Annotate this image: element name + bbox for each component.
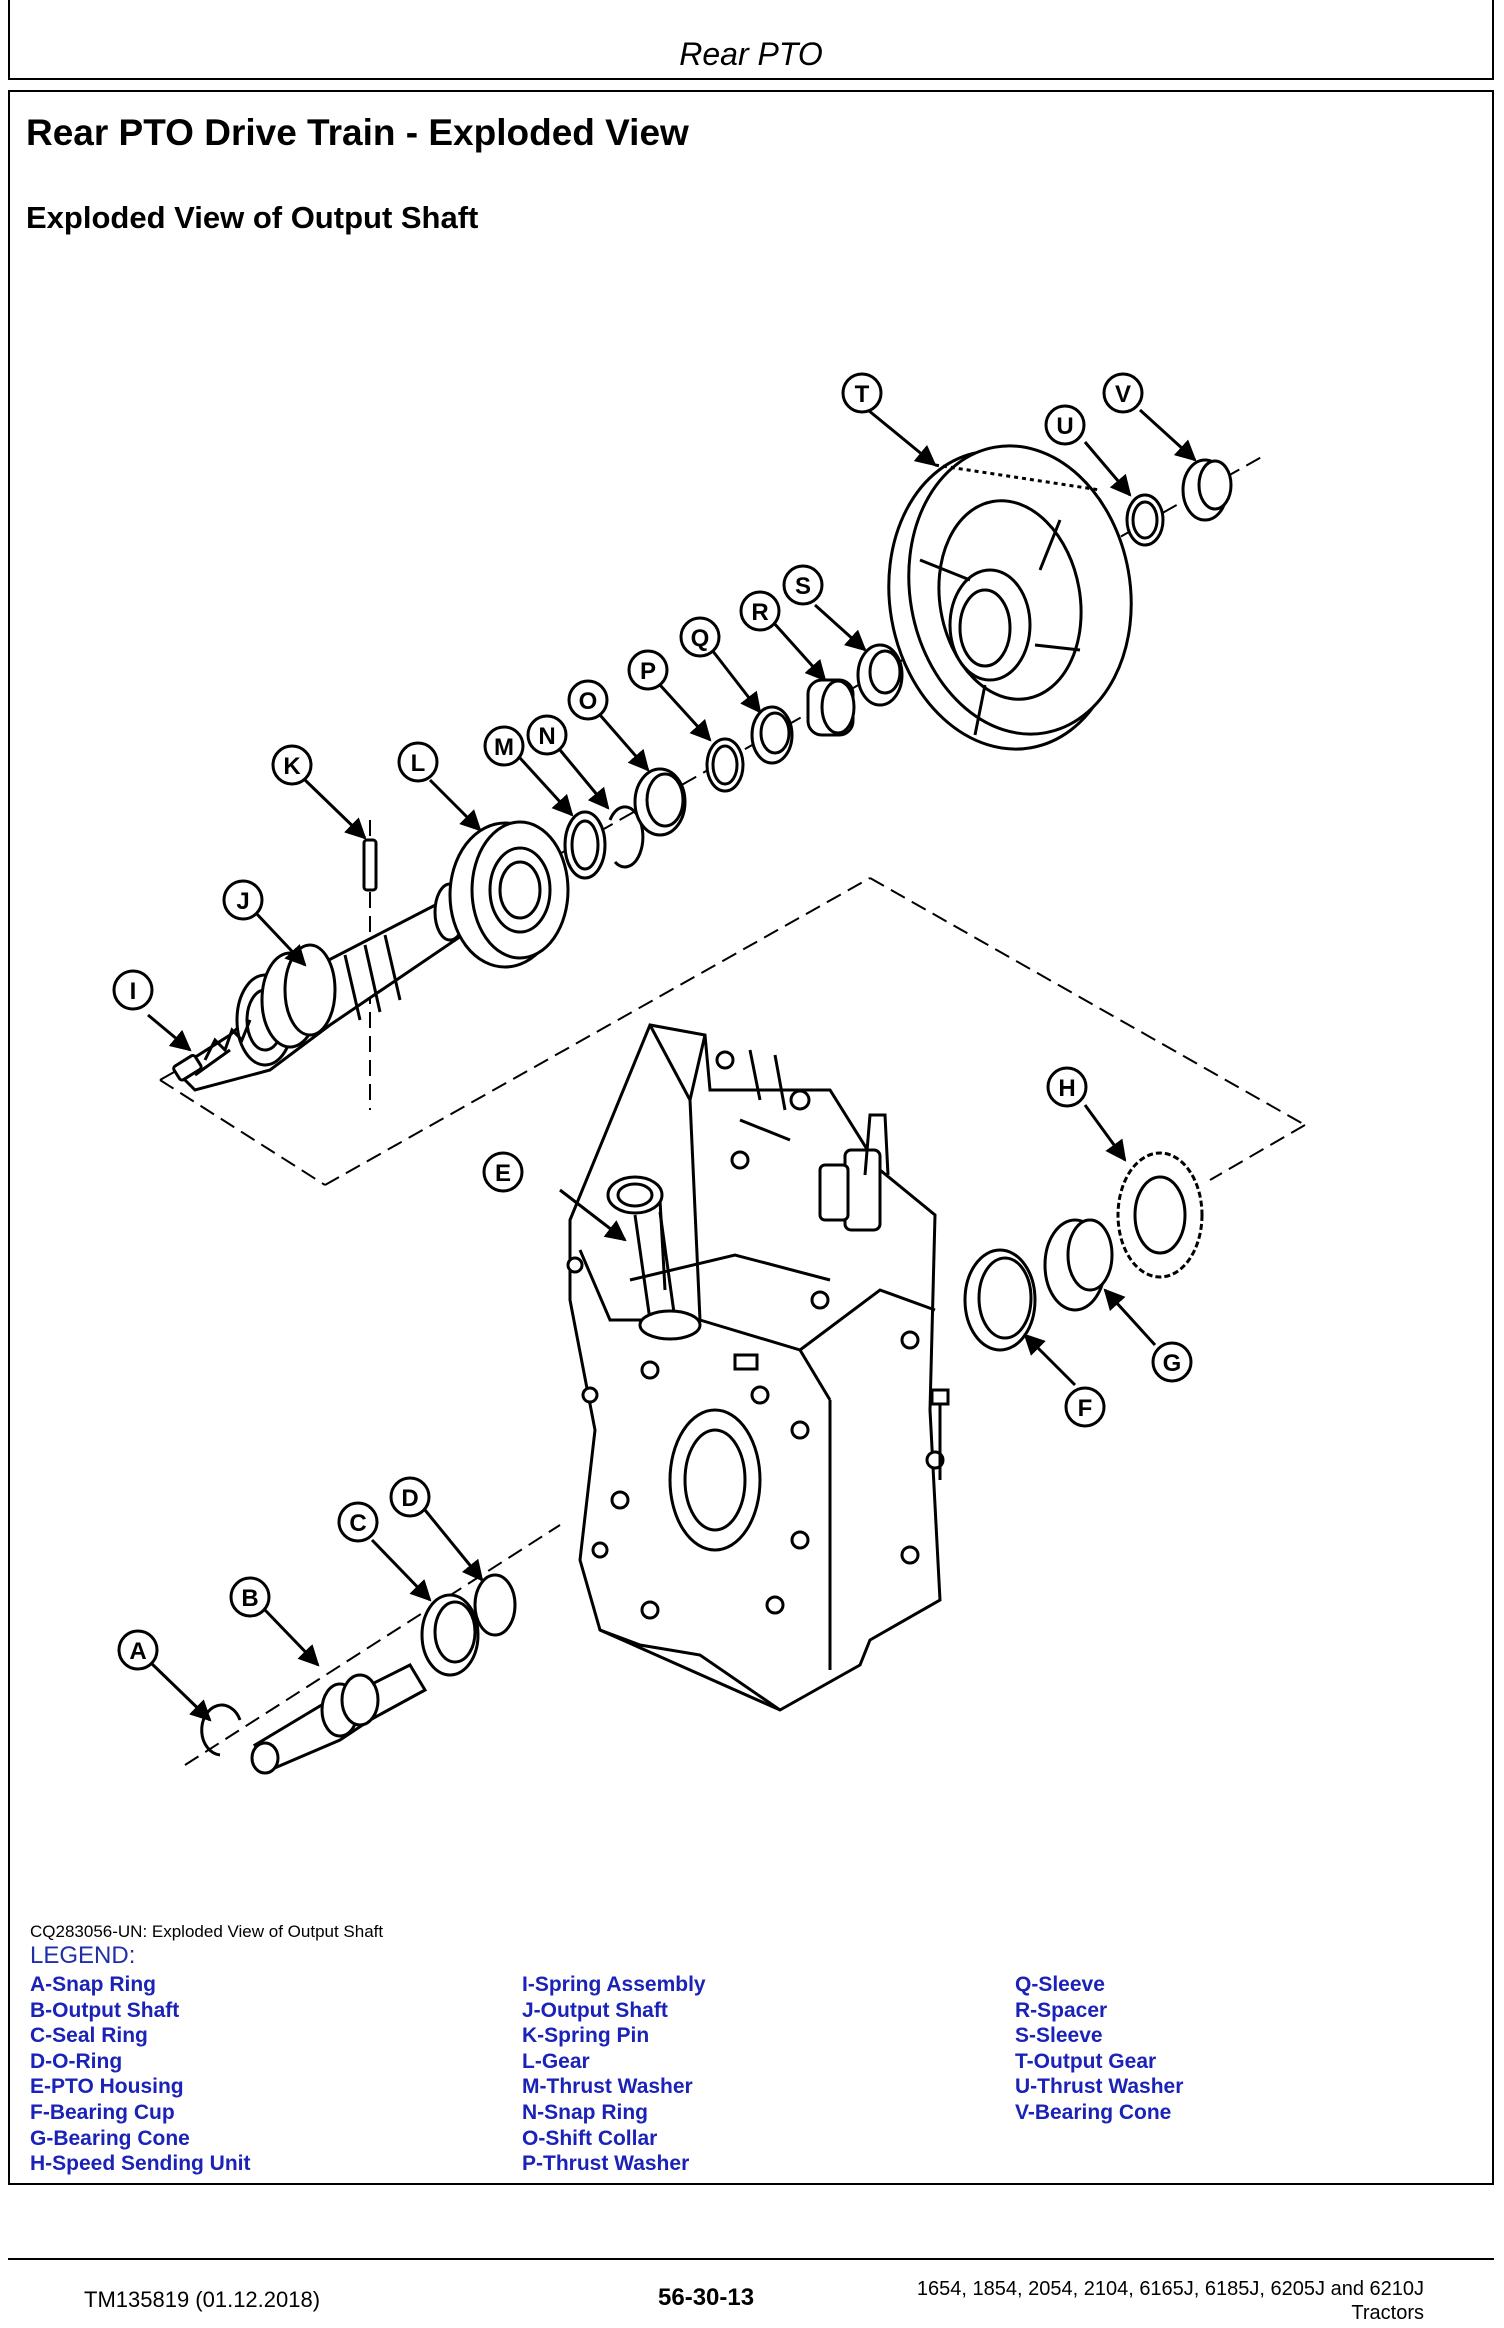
svg-text:R: R	[751, 599, 768, 626]
svg-text:H: H	[1058, 1075, 1075, 1102]
svg-text:Q: Q	[691, 625, 710, 652]
callout-h: H	[1046, 1066, 1088, 1108]
legend-column-2: I-Spring Assembly J-Output Shaft K-Sprin…	[522, 1972, 706, 2177]
callout-f: F	[1064, 1386, 1106, 1428]
legend-item: D-O-Ring	[30, 2049, 123, 2073]
callout-m: M	[483, 725, 525, 767]
legend-item: I-Spring Assembly	[522, 1973, 706, 1996]
footer-product: Tractors	[1351, 2302, 1424, 2324]
svg-text:V: V	[1115, 381, 1131, 408]
footer-page-number: 56-30-13	[658, 2284, 755, 2311]
legend-column-3: Q-Sleeve R-Spacer S-Sleeve T-Output Gear…	[1015, 1972, 1183, 2126]
footer-doc-id: TM135819 (01.12.2018)	[84, 2287, 321, 2312]
header-box: Rear PTO	[8, 0, 1494, 80]
callout-n: N	[526, 714, 568, 756]
header-title: Rear PTO	[679, 36, 823, 72]
gear-l-drawing	[448, 820, 570, 969]
spring-pin-k-drawing	[362, 838, 378, 892]
leader-arrows	[147, 408, 1197, 1722]
legend-item: F-Bearing Cup	[30, 2100, 175, 2124]
callout-c: C	[337, 1501, 379, 1543]
output-shaft-b-drawing	[200, 1573, 517, 1775]
legend-item: O-Shift Collar	[522, 2126, 658, 2150]
washer-cone-uv-drawing	[1125, 458, 1233, 547]
footer-models: 1654, 1854, 2054, 2104, 6165J, 6185J, 62…	[917, 2277, 1424, 2325]
legend-item: R-Spacer	[1015, 1998, 1108, 2022]
callout-s: S	[782, 564, 824, 606]
callout-q: Q	[679, 616, 721, 658]
svg-text:E: E	[495, 1160, 511, 1187]
page-title: Rear PTO Drive Train - Exploded View	[26, 112, 689, 153]
callout-d: D	[389, 1476, 431, 1518]
legend-item: A-Snap Ring	[30, 1973, 156, 1996]
callout-t: T	[841, 372, 883, 414]
svg-text:D: D	[401, 1485, 418, 1512]
svg-text:T: T	[855, 381, 870, 408]
svg-text:A: A	[129, 1638, 146, 1665]
svg-text:F: F	[1078, 1395, 1093, 1422]
svg-text:C: C	[349, 1510, 366, 1537]
callout-l: L	[397, 741, 439, 783]
svg-text:B: B	[241, 1585, 258, 1612]
legend-item: V-Bearing Cone	[1015, 2100, 1172, 2124]
pto-housing-drawing	[566, 1023, 950, 1712]
callout-b: B	[229, 1576, 271, 1618]
legend-item: U-Thrust Washer	[1015, 2075, 1184, 2099]
output-shaft-j-drawing	[172, 882, 473, 1092]
legend-heading: LEGEND:	[30, 1942, 136, 1969]
legend-item: K-Spring Pin	[522, 2024, 650, 2048]
svg-text:K: K	[283, 753, 301, 780]
footer-divider	[8, 2258, 1494, 2260]
callout-o: O	[567, 679, 609, 721]
svg-text:U: U	[1056, 413, 1073, 440]
callout-labels: A B C D E F G H I J K L M N O P Q R S T …	[112, 372, 1193, 1671]
washers-drawing	[563, 643, 904, 880]
legend-item: T-Output Gear	[1015, 2049, 1157, 2073]
footer-model-list: 1654, 1854, 2054, 2104, 6165J, 6185J, 62…	[916, 2278, 1424, 2300]
legend-item: J-Output Shaft	[522, 1998, 668, 2022]
callout-u: U	[1044, 404, 1086, 446]
callout-i: I	[112, 969, 154, 1011]
bearing-sender-drawing	[963, 1151, 1204, 1352]
svg-text:I: I	[130, 978, 137, 1005]
svg-text:G: G	[1163, 1350, 1182, 1377]
legend-item: Q-Sleeve	[1015, 1973, 1105, 1996]
legend-item: P-Thrust Washer	[522, 2152, 690, 2176]
legend-item: B-Output Shaft	[30, 1998, 180, 2022]
svg-text:S: S	[795, 573, 811, 600]
callout-e: E	[482, 1151, 524, 1193]
legend-column-1: A-Snap Ring B-Output Shaft C-Seal Ring D…	[30, 1972, 251, 2177]
legend-item: E-PTO Housing	[30, 2075, 184, 2099]
figure-caption: CQ283056-UN: Exploded View of Output Sha…	[30, 1922, 384, 1941]
callout-p: P	[627, 649, 669, 691]
legend-item: M-Thrust Washer	[522, 2075, 693, 2099]
callout-g: G	[1151, 1341, 1193, 1383]
legend-item: L-Gear	[522, 2049, 590, 2073]
legend-item: G-Bearing Cone	[30, 2126, 190, 2150]
callout-r: R	[739, 590, 781, 632]
svg-text:N: N	[538, 723, 555, 750]
callout-v: V	[1102, 372, 1144, 414]
callout-a: A	[117, 1629, 159, 1671]
callout-k: K	[271, 744, 313, 786]
callout-j: J	[222, 879, 264, 921]
legend-item: C-Seal Ring	[30, 2024, 148, 2048]
content-frame	[8, 90, 1494, 2185]
svg-text:L: L	[411, 750, 426, 777]
svg-text:O: O	[579, 688, 598, 715]
output-gear-t-drawing	[887, 444, 1133, 751]
legend-item: H-Speed Sending Unit	[30, 2152, 251, 2176]
spring-assembly-i-drawing	[172, 1019, 252, 1082]
legend-item: N-Snap Ring	[522, 2100, 648, 2124]
svg-text:J: J	[236, 888, 249, 915]
legend-item: S-Sleeve	[1015, 2024, 1103, 2048]
section-title: Exploded View of Output Shaft	[26, 200, 479, 235]
svg-text:M: M	[494, 734, 514, 761]
svg-text:P: P	[640, 658, 656, 685]
